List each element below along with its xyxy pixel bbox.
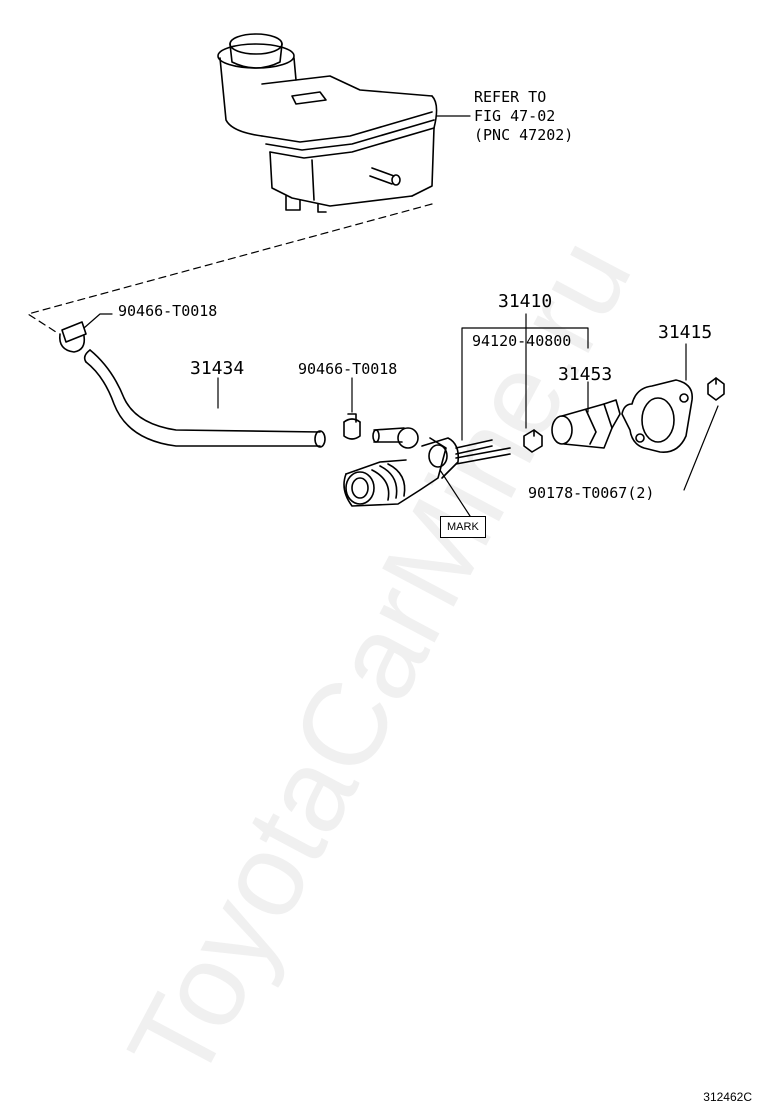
gasket [621, 379, 693, 453]
label-push-rod: 31453 [558, 364, 613, 385]
clamp-upper [58, 321, 87, 353]
figure-id: 312462C [703, 1090, 752, 1104]
mark-label: MARK [440, 516, 486, 538]
bolt [707, 377, 725, 401]
reservoir-tank [217, 33, 438, 213]
refer-line2: FIG 47-02 [474, 107, 556, 125]
label-clamp-lower: 90466-T0018 [298, 360, 398, 378]
label-gasket: 31415 [658, 322, 713, 343]
label-hose: 31434 [190, 358, 245, 379]
refer-line3: (PNC 47202) [474, 126, 574, 144]
label-master-cylinder: 31410 [498, 291, 553, 312]
refer-line1: REFER TO [474, 88, 547, 106]
push-rod [551, 399, 621, 449]
label-nut: 94120-40800 [472, 332, 572, 350]
label-bolt: 90178-T0067(2) [528, 484, 655, 502]
label-clamp-upper: 90466-T0018 [118, 302, 218, 320]
clutch-master-cylinder [343, 427, 511, 507]
nut [523, 429, 543, 453]
clamp-lower [343, 413, 361, 440]
hose-31434 [83, 349, 326, 448]
